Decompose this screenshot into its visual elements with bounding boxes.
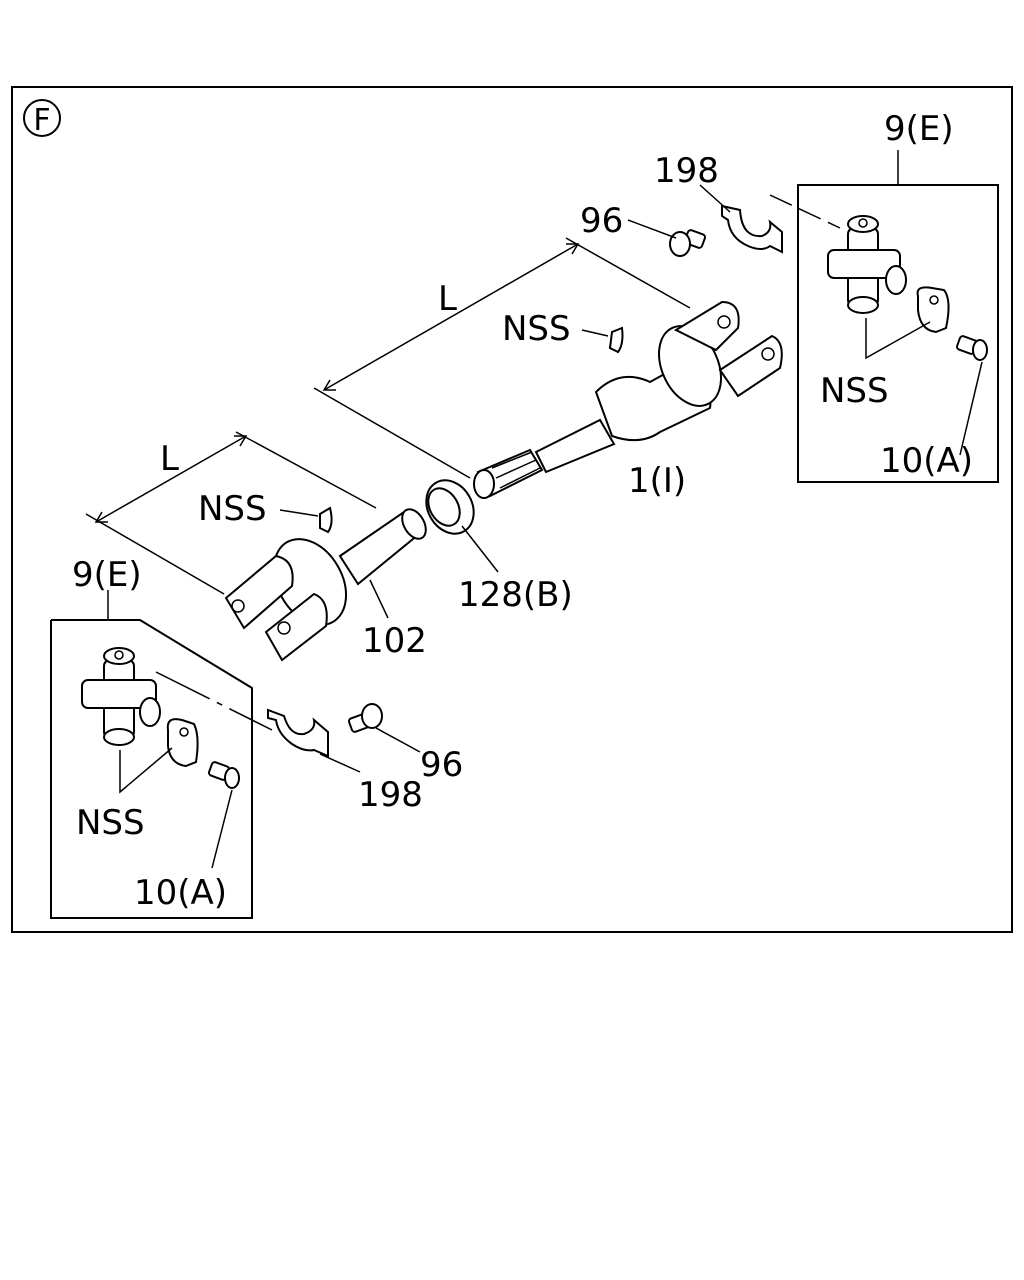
lower-bearing-cap-icon bbox=[166, 718, 199, 768]
section-marker: F bbox=[23, 99, 61, 138]
label-upper-bracket: 198 bbox=[654, 151, 719, 191]
label-lower-cap-bolt: 10(A) bbox=[134, 873, 227, 913]
label-length-lower: L bbox=[160, 439, 179, 479]
lower-nss-mark-icon bbox=[319, 506, 333, 534]
upper-cap-bolt-icon bbox=[955, 335, 988, 361]
label-upper-nss-mark: NSS bbox=[502, 309, 571, 349]
label-lower-bolt: 96 bbox=[420, 745, 463, 785]
upper-bracket-icon bbox=[721, 204, 783, 254]
upper-bearing-cap-icon bbox=[916, 286, 950, 334]
section-marker-text: F bbox=[33, 103, 50, 138]
label-length-upper: L bbox=[438, 279, 457, 319]
lower-cap-bolt-icon bbox=[207, 761, 240, 789]
lower-spider-icon bbox=[81, 647, 161, 746]
upper-nss-mark-icon bbox=[608, 326, 624, 354]
lower-joint-box bbox=[50, 619, 253, 919]
label-upper-nss-unit: NSS bbox=[820, 371, 889, 411]
label-lower-nss-unit: NSS bbox=[76, 803, 145, 843]
upper-joint-box bbox=[797, 184, 999, 483]
label-lower-unit-ref: 9(E) bbox=[72, 555, 142, 595]
yoke-tube-icon bbox=[224, 508, 427, 662]
length-dimension-upper bbox=[313, 237, 691, 479]
label-lower-nss-mark: NSS bbox=[198, 489, 267, 529]
diagram-frame bbox=[11, 86, 1013, 933]
upper-bolt-icon bbox=[669, 229, 707, 257]
lower-bolt-icon bbox=[347, 703, 383, 733]
label-lower-bracket: 198 bbox=[358, 775, 423, 815]
upper-spider-icon bbox=[827, 215, 907, 314]
label-upper-bolt: 96 bbox=[580, 201, 623, 241]
label-shaft-main: 1(I) bbox=[628, 461, 686, 501]
label-upper-cap-bolt: 10(A) bbox=[880, 441, 973, 481]
lower-bracket-icon bbox=[267, 708, 329, 758]
label-yoke-tube: 102 bbox=[362, 621, 427, 661]
label-upper-unit-ref: 9(E) bbox=[884, 109, 954, 149]
label-seal: 128(B) bbox=[458, 575, 573, 615]
main-shaft-icon bbox=[473, 300, 783, 499]
length-dimension-lower bbox=[85, 431, 377, 595]
seal-ring-icon bbox=[425, 479, 475, 535]
